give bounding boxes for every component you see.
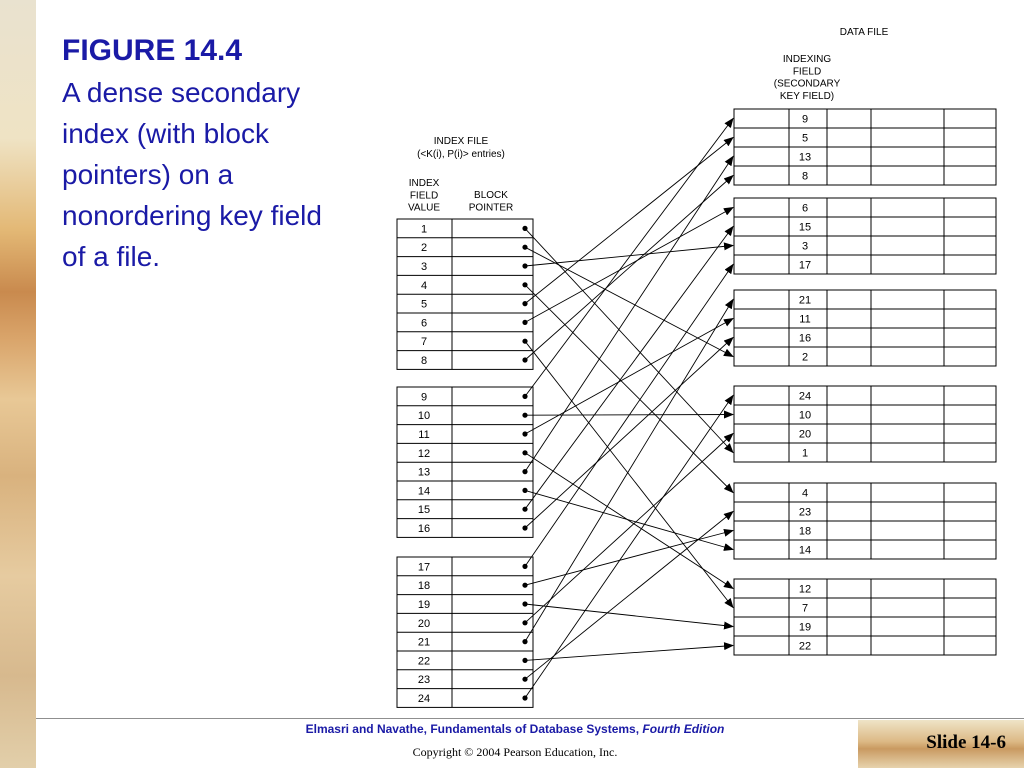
figure-title: FIGURE 14.4 — [62, 34, 243, 67]
index-field-value: 23 — [418, 674, 430, 686]
figure-caption: A dense secondary index (with block poin… — [62, 77, 322, 272]
index-field-value: 17 — [418, 561, 430, 573]
data-record-key: 5 — [802, 133, 808, 145]
index-field-value: 24 — [418, 693, 430, 705]
block-pointer-arrow — [524, 284, 734, 494]
block-pointer-arrow — [524, 242, 734, 267]
block-pointer-arrow — [524, 510, 734, 680]
data-record-key: 9 — [802, 114, 808, 126]
data-record-key: 22 — [799, 641, 811, 653]
slide-number-tab: Slide 14-6 — [858, 720, 1024, 768]
block-pointer-arrow — [524, 136, 734, 304]
data-record-key: 10 — [799, 410, 811, 422]
index-field-value: 6 — [421, 317, 427, 329]
index-field-value: 4 — [421, 280, 427, 292]
block-pointer-arrow — [524, 336, 734, 529]
block-pointer-arrow — [524, 207, 734, 323]
index-field-value: 15 — [418, 504, 430, 516]
footer-divider — [36, 718, 1024, 719]
data-record-key: 2 — [802, 352, 808, 364]
data-record-key: 7 — [802, 603, 808, 615]
block-pointer-dot — [522, 244, 528, 250]
data-record-key: 11 — [799, 314, 810, 326]
index-field-value: 18 — [418, 580, 430, 592]
index-field-value: 12 — [418, 448, 430, 460]
block-pointer-header: POINTER — [469, 202, 513, 213]
indexing-field-label: (SECONDARY — [774, 79, 841, 90]
block-pointer-arrow — [524, 340, 734, 609]
decorative-sidebar — [0, 0, 36, 768]
index-field-value: 3 — [421, 261, 427, 273]
index-field-value: 21 — [418, 637, 430, 649]
footer-book-reference: Elmasri and Navathe, Fundamentals of Dat… — [240, 722, 790, 736]
index-field-value: 1 — [421, 223, 427, 235]
block-pointer-arrow — [524, 603, 734, 630]
block-pointer-arrow — [524, 225, 734, 510]
block-pointer-arrow — [524, 452, 734, 590]
index-field-value: 20 — [418, 618, 430, 630]
data-record-key: 18 — [799, 526, 811, 538]
indexing-field-label: KEY FIELD) — [780, 91, 834, 102]
block-pointer-dot — [522, 582, 528, 588]
data-record-key: 4 — [802, 488, 808, 500]
data-record-key: 16 — [799, 333, 811, 345]
data-record-key: 24 — [799, 391, 811, 403]
index-field-value: 2 — [421, 242, 427, 254]
index-field-value: 16 — [418, 523, 430, 535]
data-record-key: 20 — [799, 429, 811, 441]
index-field-value: 10 — [418, 410, 430, 422]
data-record-key: 19 — [799, 622, 811, 634]
block-pointer-arrow — [524, 432, 734, 624]
block-pointer-header: BLOCK — [474, 190, 508, 201]
index-field-value-header: FIELD — [410, 190, 438, 201]
slide-number: Slide 14-6 — [926, 732, 1006, 753]
figure-title-block: FIGURE 14.4 A dense secondary index (wit… — [62, 34, 352, 277]
block-pointer-arrow — [524, 155, 734, 472]
block-pointer-arrow — [524, 318, 734, 435]
index-field-value: 7 — [421, 336, 427, 348]
data-record-key: 12 — [799, 584, 811, 596]
data-record-key: 1 — [802, 448, 808, 460]
index-file-label: (<K(i), P(i)> entries) — [417, 149, 505, 160]
data-record-key: 3 — [802, 241, 808, 253]
indexing-field-label: INDEXING — [783, 54, 832, 65]
block-pointer-arrow — [524, 528, 734, 586]
index-field-value-header: VALUE — [408, 203, 440, 214]
index-field-value: 9 — [421, 391, 427, 403]
footer-book-edition: Fourth Edition — [642, 722, 725, 736]
footer-book-title: Elmasri and Navathe, Fundamentals of Dat… — [305, 722, 640, 736]
data-record-key: 17 — [799, 260, 811, 272]
block-pointer-arrow — [524, 642, 734, 661]
block-pointer-arrow — [524, 394, 734, 699]
data-record-key: 15 — [799, 222, 811, 234]
block-pointer-arrow — [524, 117, 734, 397]
data-record-key: 14 — [799, 545, 811, 557]
index-field-value: 11 — [418, 429, 429, 441]
index-field-value-header: INDEX — [409, 178, 440, 189]
block-pointer-arrow — [524, 174, 734, 361]
index-field-value: 8 — [421, 355, 427, 367]
data-record-key: 13 — [799, 152, 811, 164]
index-field-value: 5 — [421, 299, 427, 311]
index-field-value: 19 — [418, 599, 430, 611]
block-pointer-arrow — [524, 246, 734, 357]
index-field-value: 13 — [418, 467, 430, 479]
index-field-value: 22 — [418, 655, 430, 667]
index-file-label: INDEX FILE — [434, 136, 489, 147]
footer-copyright: Copyright © 2004 Pearson Education, Inc. — [412, 745, 618, 759]
indexing-field-label: FIELD — [793, 66, 821, 77]
index-field-value: 14 — [418, 485, 430, 497]
data-record-key: 21 — [799, 295, 811, 307]
block-pointer-arrow — [524, 263, 734, 567]
data-record-key: 8 — [802, 171, 808, 183]
data-record-key: 6 — [802, 203, 808, 215]
data-file-label: DATA FILE — [840, 27, 889, 38]
data-record-key: 23 — [799, 507, 811, 519]
block-pointer-arrow — [524, 298, 734, 642]
